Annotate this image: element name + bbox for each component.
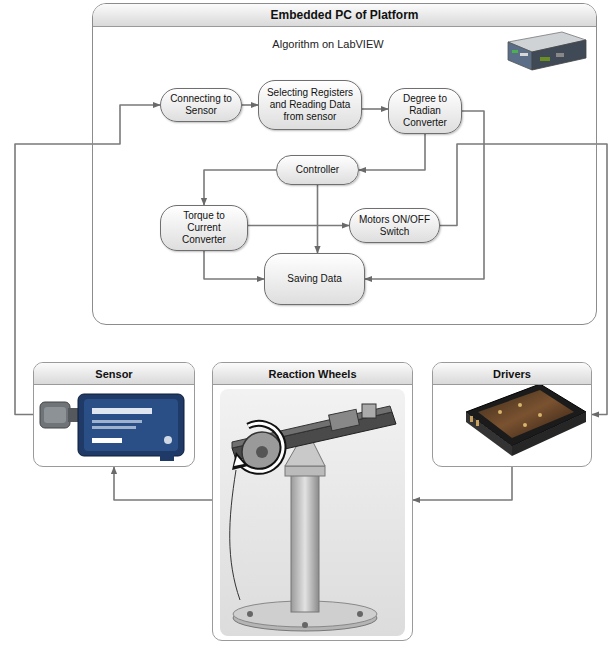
node-label: Degree to Radian Converter bbox=[396, 93, 454, 129]
process-box: Selecting Registers and Reading Data fro… bbox=[258, 80, 362, 130]
process-box: Controller bbox=[276, 155, 359, 185]
process-box: Connecting to Sensor bbox=[160, 88, 242, 122]
hardware-panel: Drivers bbox=[432, 362, 592, 467]
reaction-wheels-photo bbox=[220, 389, 405, 636]
embedded-pc-icon bbox=[508, 32, 586, 70]
hardware-panel: Sensor bbox=[33, 362, 195, 467]
connector-arrow bbox=[204, 251, 264, 279]
connector-arrow bbox=[359, 134, 425, 170]
node-label: Torque to Current Converter bbox=[168, 210, 240, 246]
header-title: Embedded PC of Platform bbox=[270, 8, 418, 22]
process-box: Torque to Current Converter bbox=[160, 205, 248, 251]
header-band: Embedded PC of Platform bbox=[93, 4, 596, 27]
header-title: Sensor bbox=[95, 368, 132, 380]
connector-arrow bbox=[248, 225, 349, 227]
process-box: Degree to Radian Converter bbox=[388, 88, 462, 134]
header-band: Drivers bbox=[433, 363, 591, 385]
node-label: Motors ON/OFF Switch bbox=[357, 214, 432, 238]
subtitle: Algorithm on LabVIEW bbox=[93, 38, 563, 50]
node-label: Saving Data bbox=[287, 273, 341, 285]
process-box: Saving Data bbox=[264, 253, 365, 305]
process-box: Motors ON/OFF Switch bbox=[349, 208, 440, 243]
sensor-picture bbox=[40, 394, 184, 461]
connector-arrow bbox=[413, 467, 512, 500]
node-label: Selecting Registers and Reading Data fro… bbox=[266, 87, 354, 123]
platform-pc-frame: Embedded PC of PlatformAlgorithm on LabV… bbox=[92, 3, 597, 325]
node-label: Connecting to Sensor bbox=[168, 93, 234, 117]
connector-arrow bbox=[317, 185, 319, 253]
connector-arrow bbox=[204, 170, 276, 205]
connector-arrow bbox=[362, 108, 388, 110]
header-title: Reaction Wheels bbox=[268, 368, 356, 380]
connector-arrow bbox=[242, 104, 258, 106]
header-band: Reaction Wheels bbox=[213, 363, 412, 385]
drivers-picture bbox=[466, 384, 586, 456]
connector-arrow bbox=[365, 111, 484, 279]
node-label: Controller bbox=[296, 164, 339, 176]
hardware-panel: Reaction Wheels bbox=[212, 362, 413, 641]
connector-arrow bbox=[114, 467, 212, 500]
header-band: Sensor bbox=[34, 363, 194, 385]
header-title: Drivers bbox=[493, 368, 531, 380]
